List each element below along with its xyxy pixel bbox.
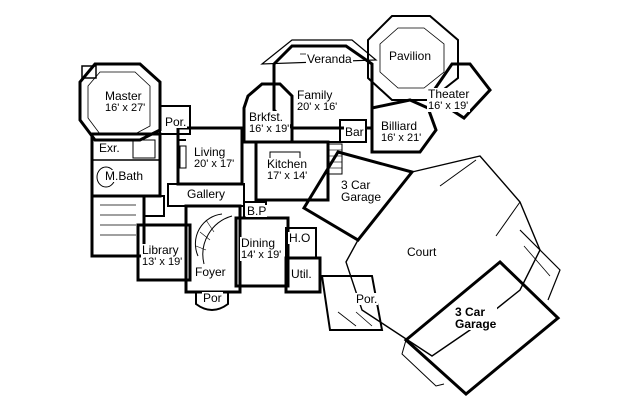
room-label-por-front: Por <box>202 291 223 305</box>
room-label-pavilion: Pavilion <box>388 49 433 63</box>
room-label-util: Util. <box>290 267 313 281</box>
room-label-foyer: Foyer <box>194 265 227 279</box>
room-label-court: Court <box>406 245 438 259</box>
room-label-ho: H.O <box>288 231 312 245</box>
brkfst-wall <box>242 82 294 144</box>
garage-2-wall <box>403 259 561 396</box>
room-label-brkfst: Brkfst.16' x 19' <box>248 110 291 135</box>
room-label-por-court: Por. <box>355 292 379 306</box>
court-outline <box>345 155 541 357</box>
util-wall <box>284 256 322 294</box>
room-label-veranda: Veranda <box>306 52 353 66</box>
billiard-wall <box>370 98 438 154</box>
room-label-gallery: Gallery <box>186 187 227 201</box>
room-label-bp: B.P <box>246 204 268 218</box>
room-label-bar: Bar <box>344 125 365 139</box>
room-label-mbath: M.Bath <box>104 169 145 183</box>
foyer-wall <box>184 204 242 294</box>
library-wall <box>136 223 192 282</box>
room-label-por-master: Por. <box>164 115 188 129</box>
room-label-exr: Exr. <box>98 141 121 155</box>
